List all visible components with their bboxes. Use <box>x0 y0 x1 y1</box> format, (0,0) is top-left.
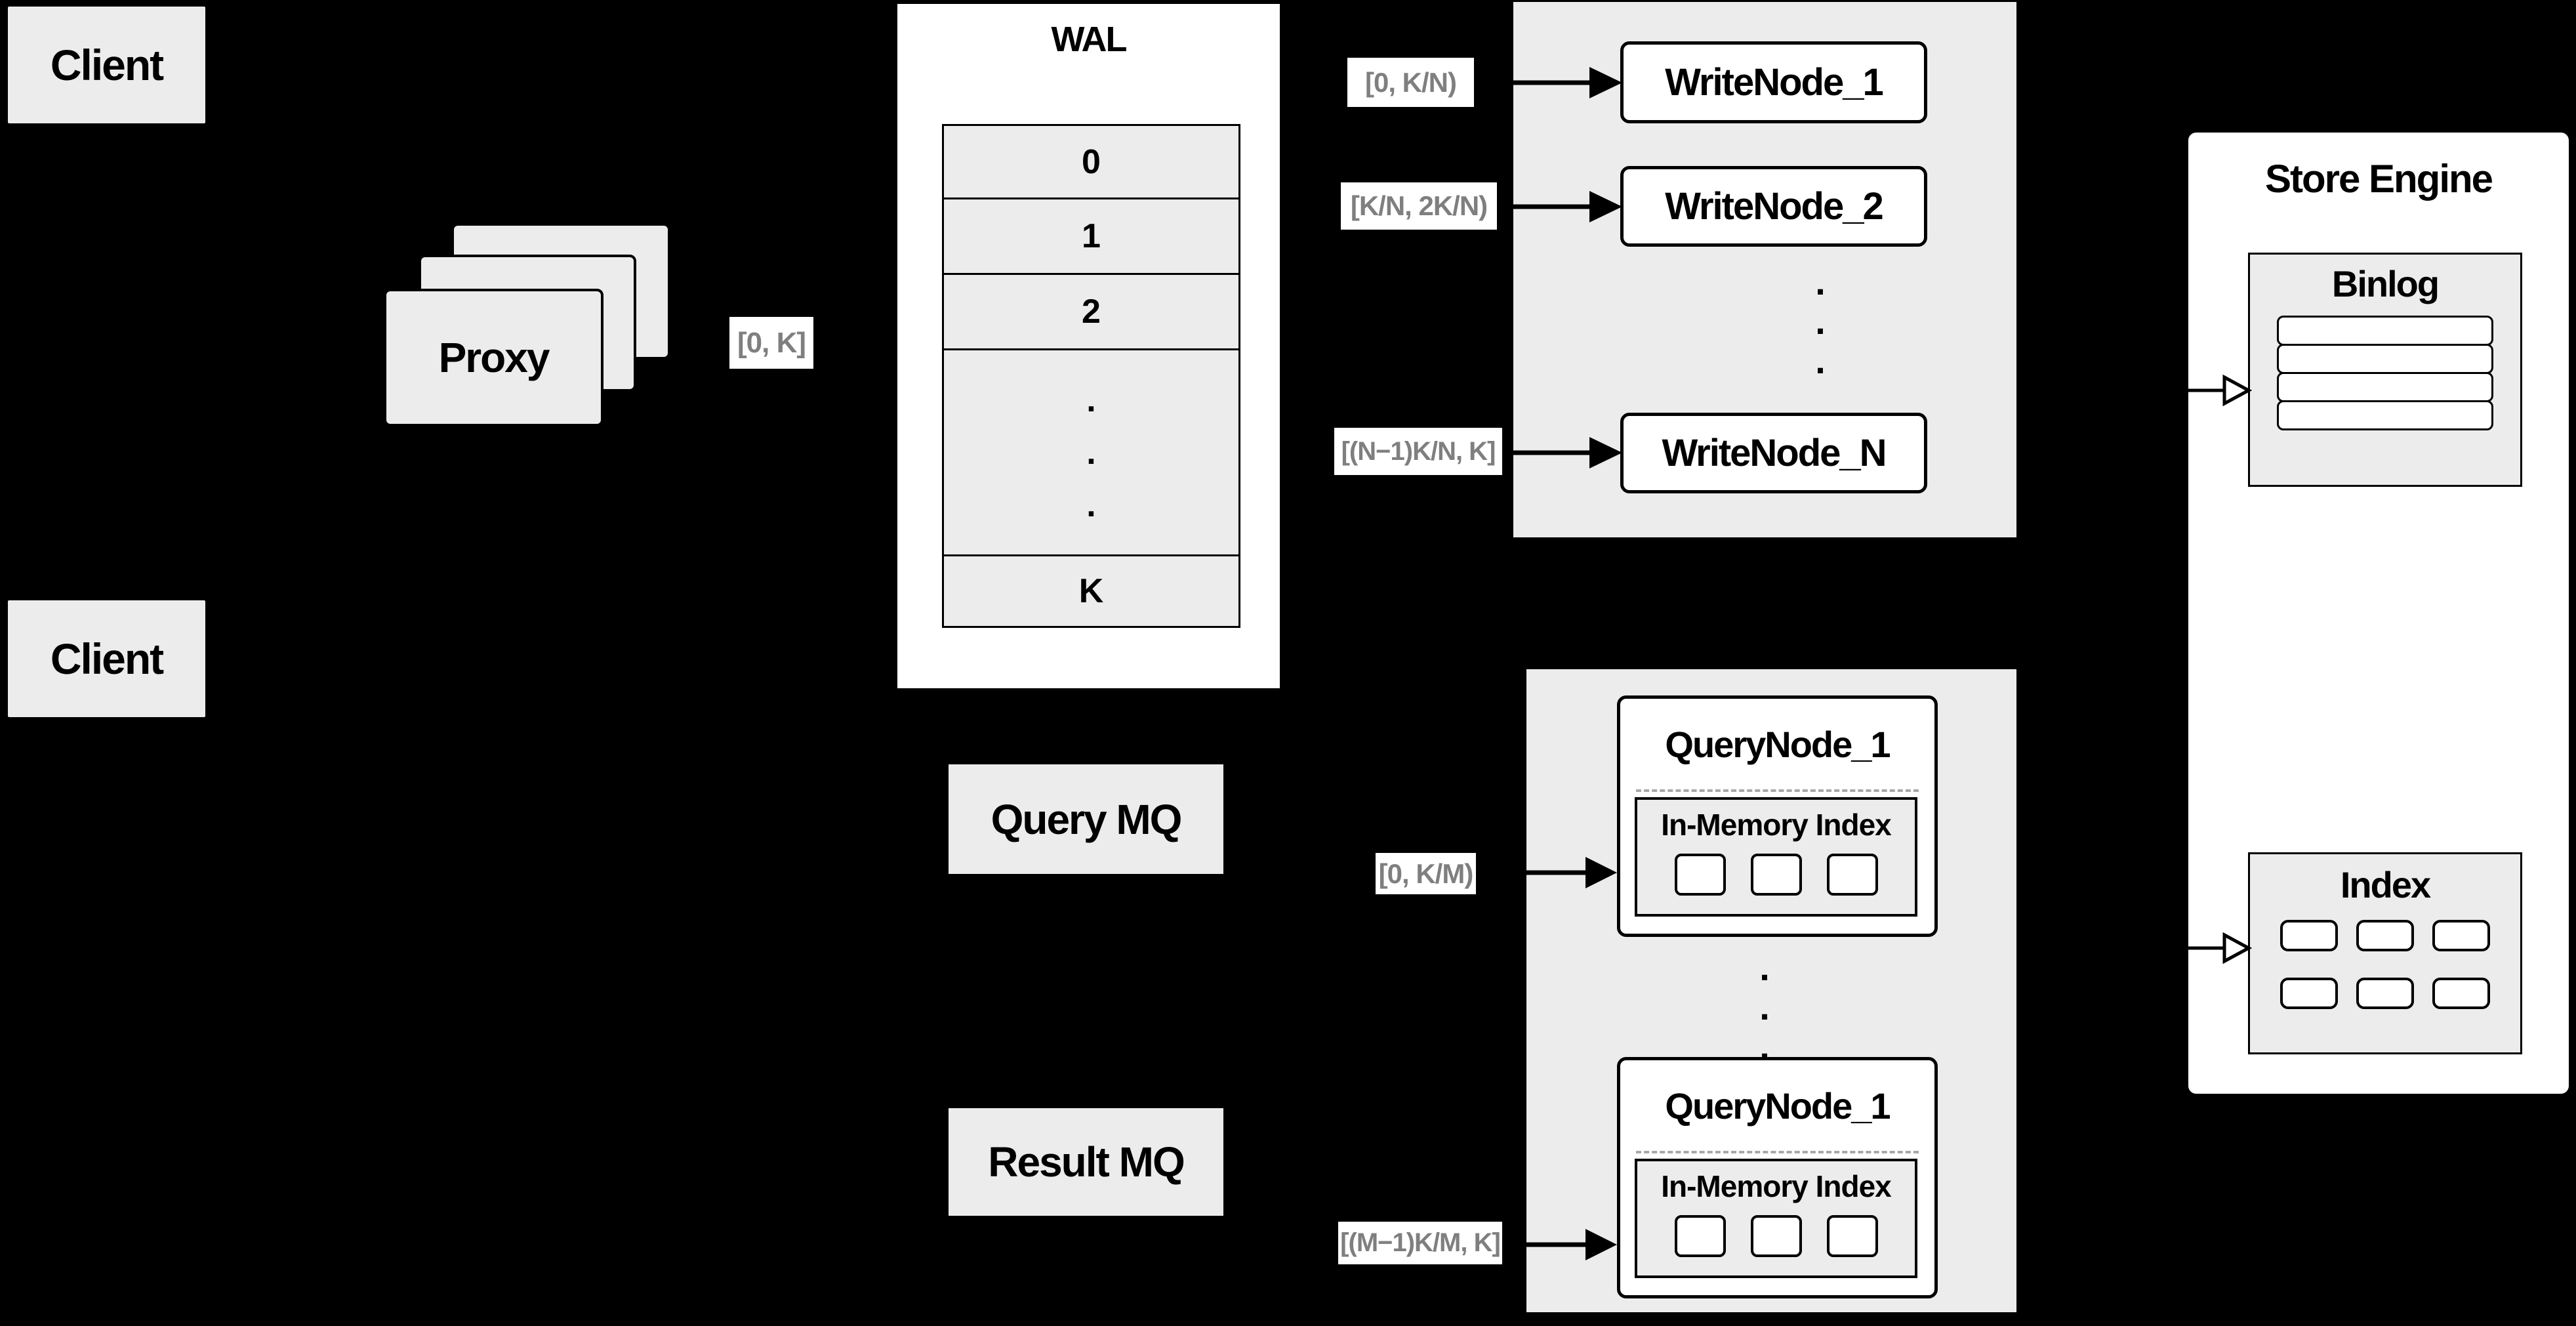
index-cell <box>2356 920 2414 951</box>
arrow-to-query-node-bottom <box>1526 1229 1617 1260</box>
query-node-top-title: QueryNode_1 <box>1665 723 1891 765</box>
dot: . <box>1086 381 1096 419</box>
inmem-index-title: In-Memory Index <box>1661 808 1892 842</box>
arrow-to-index <box>2188 932 2253 964</box>
store-engine-title-wrap: Store Engine <box>2188 152 2569 205</box>
result-mq-box: Result MQ <box>947 1106 1225 1218</box>
wal-segment-ellipsis: . . . <box>944 348 1238 554</box>
index-cell <box>2280 920 2338 951</box>
index-grid-row-2 <box>2250 978 2520 1009</box>
query-node-bottom-title-wrap: QueryNode_1 <box>1620 1060 1934 1151</box>
arrow-to-write-node-1 <box>1513 67 1622 98</box>
range-label-write-1: [0, K/N) <box>1347 58 1474 107</box>
wal-title: WAL <box>1051 20 1128 59</box>
range-label-write-2: [K/N, 2K/N) <box>1341 182 1497 230</box>
inmem-segment <box>1826 1215 1878 1257</box>
dot: . <box>1086 486 1096 524</box>
inmem-squares <box>1637 854 1915 896</box>
dot: . <box>1815 340 1826 381</box>
wal-segment-1: 1 <box>944 197 1238 273</box>
query-node-top-title-wrap: QueryNode_1 <box>1620 699 1934 789</box>
binlog-rows <box>2250 312 2520 430</box>
result-mq-label: Result MQ <box>988 1138 1185 1186</box>
wal-segment-k: K <box>944 554 1238 626</box>
client-top-label: Client <box>50 41 164 89</box>
index-cell <box>2432 978 2490 1009</box>
dot: . <box>1759 947 1770 988</box>
dot: . <box>1759 986 1770 1027</box>
index-title-wrap: Index <box>2250 854 2520 915</box>
index-cell <box>2280 978 2338 1009</box>
arrow-to-binlog <box>2188 374 2253 407</box>
index-cell <box>2356 978 2414 1009</box>
inmem-segment <box>1750 854 1802 896</box>
wal-table: 0 1 2 . . . K <box>942 124 1240 628</box>
range-label-query-1: [0, K/M) <box>1376 853 1476 894</box>
proxy-card-front: Proxy <box>384 289 603 426</box>
query-mq-box: Query MQ <box>947 762 1225 876</box>
binlog-row <box>2277 344 2493 374</box>
client-bottom-label: Client <box>50 634 164 683</box>
binlog-row <box>2277 400 2493 430</box>
binlog-box: Binlog <box>2248 253 2522 487</box>
write-node-1-label: WriteNode_1 <box>1665 61 1883 104</box>
dot: . <box>1815 261 1826 302</box>
inmem-title-wrap: In-Memory Index <box>1637 800 1915 850</box>
write-node-n-label: WriteNode_N <box>1662 432 1887 474</box>
index-box: Index <box>2248 852 2522 1054</box>
store-engine-panel: Store Engine Binlog Index <box>2186 130 2571 1096</box>
write-node-2-box: WriteNode_2 <box>1620 166 1927 247</box>
store-engine-title: Store Engine <box>2264 156 2493 201</box>
client-bottom-box: Client <box>7 599 207 718</box>
inmem-segment <box>1674 1215 1726 1257</box>
wal-segment-2: 2 <box>944 273 1238 348</box>
arrow-to-write-node-2 <box>1513 191 1622 222</box>
query-mq-label: Query MQ <box>991 795 1183 843</box>
range-label-proxy: [0, K] <box>729 317 813 369</box>
wal-title-wrap: WAL <box>897 16 1280 63</box>
wal-segment-0: 0 <box>944 126 1238 197</box>
index-title: Index <box>2340 863 2431 905</box>
inmem-segment <box>1826 854 1878 896</box>
range-label-query-m: [(M−1)K/M, K] <box>1338 1222 1502 1264</box>
range-label-write-n: [(N−1)K/N, K] <box>1334 428 1502 475</box>
wal-panel: WAL 0 1 2 . . . K <box>895 2 1282 690</box>
query-node-ellipsis: . . . <box>1745 948 1784 1066</box>
inmem-segment <box>1750 1215 1802 1257</box>
arrow-to-write-node-n <box>1513 437 1622 468</box>
binlog-title-wrap: Binlog <box>2250 255 2520 312</box>
index-cell <box>2432 920 2490 951</box>
dot: . <box>1815 300 1826 342</box>
inmem-segment <box>1674 854 1726 896</box>
dot: . <box>1086 433 1096 472</box>
inmem-index-box-bottom: In-Memory Index <box>1635 1159 1917 1278</box>
query-node-bottom-divider <box>1636 1151 1919 1153</box>
write-node-2-label: WriteNode_2 <box>1665 185 1883 228</box>
arrow-to-query-node-top <box>1526 857 1617 888</box>
write-node-1-box: WriteNode_1 <box>1620 41 1927 123</box>
query-node-top-box: QueryNode_1 In-Memory Index <box>1617 695 1938 937</box>
write-node-n-box: WriteNode_N <box>1620 413 1927 493</box>
query-node-bottom-title: QueryNode_1 <box>1665 1085 1891 1127</box>
inmem-index-title: In-Memory Index <box>1661 1169 1892 1203</box>
proxy-label: Proxy <box>438 334 550 381</box>
binlog-row <box>2277 316 2493 346</box>
wal-ellipsis-dots: . . . <box>1086 374 1095 531</box>
query-node-bottom-box: QueryNode_1 In-Memory Index <box>1617 1057 1938 1298</box>
dot: . <box>1759 1026 1770 1067</box>
query-node-top-divider <box>1636 789 1919 792</box>
binlog-row <box>2277 372 2493 402</box>
binlog-title: Binlog <box>2331 262 2440 304</box>
index-grid-row-1 <box>2250 920 2520 951</box>
inmem-index-box-top: In-Memory Index <box>1635 797 1917 917</box>
inmem-squares <box>1637 1215 1915 1257</box>
write-node-ellipsis: . . . <box>1801 262 1840 381</box>
inmem-title-wrap: In-Memory Index <box>1637 1161 1915 1211</box>
client-top-box: Client <box>7 5 207 125</box>
